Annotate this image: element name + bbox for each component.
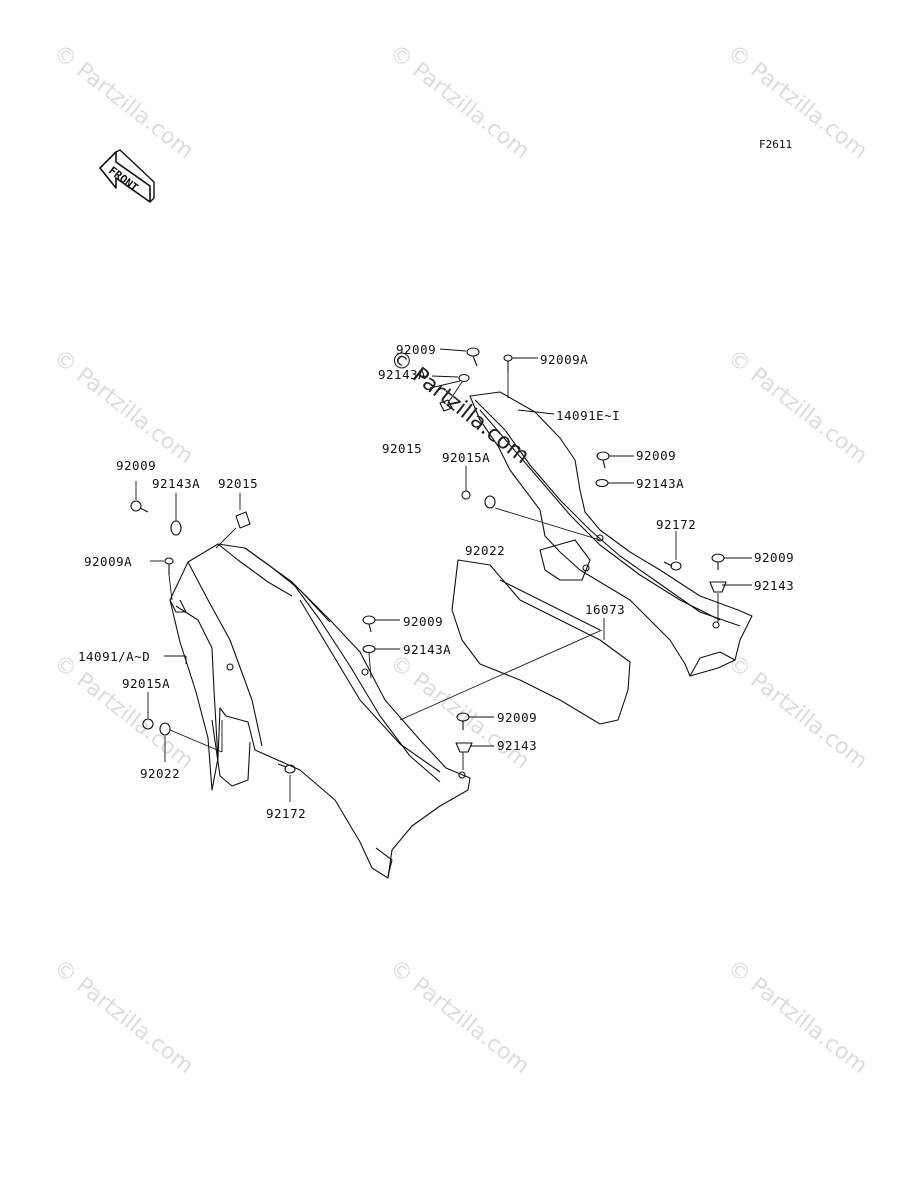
callout-92143a: 92143A (636, 476, 685, 491)
callout-92143a: 92143A (403, 642, 452, 657)
callout-92015a: 92015A (122, 676, 171, 691)
panel-16073 (451, 559, 631, 725)
callout-92143a: 92143A (152, 476, 201, 491)
callout-92022: 92022 (465, 543, 506, 558)
callout-16073: 16073 (585, 602, 626, 617)
callout-92009: 92009 (754, 550, 795, 565)
callout-92143: 92143 (754, 578, 795, 593)
left-side-cover (169, 543, 471, 879)
callout-92015: 92015 (382, 441, 423, 456)
callout-14091e-i: 14091E~I (556, 408, 621, 423)
callout-92009: 92009 (116, 458, 157, 473)
callout-92022: 92022 (140, 766, 181, 781)
callout-92009: 92009 (636, 448, 677, 463)
callout-92015: 92015 (218, 476, 259, 491)
front-arrow-icon: FRONT (99, 149, 155, 203)
leader-lines (135, 348, 752, 802)
callout-92009: 92009 (497, 710, 538, 725)
callout-92009: 92009 (396, 342, 437, 357)
diagram-id: F2611 (759, 138, 793, 151)
callout-92015a: 92015A (442, 450, 491, 465)
right-side-cover (469, 391, 753, 677)
callout-92172: 92172 (656, 517, 697, 532)
callout-14091-a-d: 14091/A~D (78, 649, 151, 664)
callout-92172: 92172 (266, 806, 307, 821)
callout-92143a: 92143A (378, 367, 427, 382)
callout-92009: 92009 (403, 614, 444, 629)
callout-92143: 92143 (497, 738, 538, 753)
callout-92009a: 92009A (84, 554, 133, 569)
callout-92009a: 92009A (540, 352, 589, 367)
